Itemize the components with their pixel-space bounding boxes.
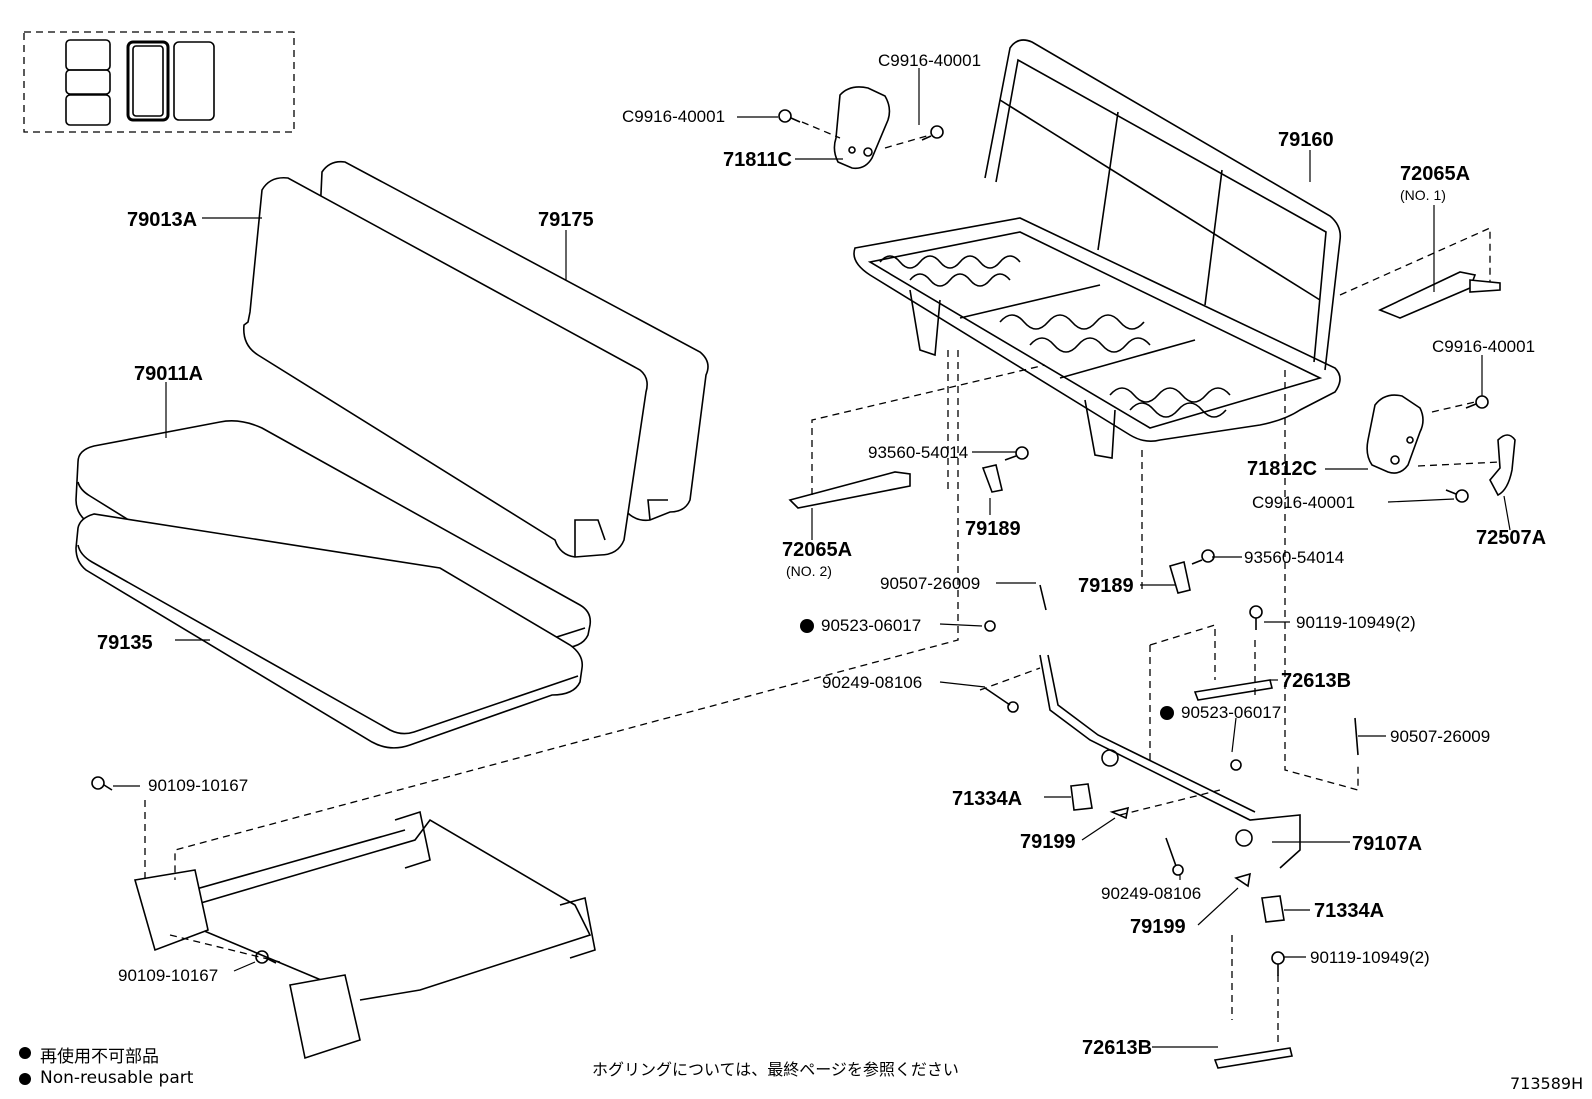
label-90119-a: 90119-10949(2) <box>1296 613 1416 632</box>
seat-frame <box>853 39 1342 459</box>
label-79107a: 79107A <box>1352 833 1422 855</box>
label-90523-a: 90523-06017 <box>821 616 921 635</box>
label-72065a-1: 72065A <box>1400 163 1470 185</box>
label-72613b-a: 72613B <box>1281 670 1351 692</box>
legend-bullet-en <box>19 1073 31 1085</box>
label-72507a: 72507A <box>1476 527 1546 549</box>
label-90119-b: 90119-10949(2) <box>1310 948 1430 967</box>
non-reusable-marker-b <box>1160 706 1174 720</box>
label-71334a-b: 71334A <box>1314 900 1384 922</box>
label-90109-b: 90109-10167 <box>118 966 218 985</box>
hinge-cover-left <box>833 86 891 170</box>
lock-rod <box>1039 654 1301 869</box>
label-72065a-2-sub: (NO. 2) <box>786 563 832 579</box>
legend-jp: 再使用不可部品 <box>40 1047 159 1067</box>
label-79189-a: 79189 <box>965 518 1021 540</box>
label-c9916-right-lower: C9916-40001 <box>1252 493 1355 512</box>
label-72065a-1-sub: (NO. 1) <box>1400 187 1446 203</box>
label-79189-b: 79189 <box>1078 575 1134 597</box>
label-93560-b: 93560-54014 <box>1244 548 1344 567</box>
label-90507-a: 90507-26009 <box>880 574 980 593</box>
label-79199-b: 79199 <box>1130 916 1186 938</box>
diagram-id: 713589H <box>1510 1074 1584 1093</box>
label-c9916-right-upper: C9916-40001 <box>1432 337 1535 356</box>
label-79160: 79160 <box>1278 129 1334 151</box>
strap-no2 <box>788 471 911 509</box>
label-71334a-a: 71334A <box>952 788 1022 810</box>
label-c9916-top-right: C9916-40001 <box>878 51 981 70</box>
label-c9916-top-left: C9916-40001 <box>622 107 725 126</box>
label-79013a: 79013A <box>127 209 197 231</box>
seat-back-cushion-front <box>242 176 648 558</box>
label-71811c: 71811C <box>723 149 792 171</box>
legend-bullet-jp <box>19 1047 31 1059</box>
label-72065a-2: 72065A <box>782 539 852 561</box>
label-79011a: 79011A <box>134 363 203 385</box>
label-79135: 79135 <box>97 632 153 654</box>
footer-note-jp: ホグリングについては、最終ページを参照ください <box>592 1060 959 1079</box>
label-90249-b: 90249-08106 <box>1101 884 1201 903</box>
label-79199-a: 79199 <box>1020 831 1076 853</box>
hinge-cover-right <box>1366 394 1424 474</box>
locator-inset <box>23 31 295 133</box>
seat-cushion-bottom <box>75 513 584 749</box>
hook-72507a <box>1489 434 1516 497</box>
leader-lines <box>113 68 1511 1048</box>
strap-no1 <box>1378 271 1501 319</box>
legend-en: Non-reusable part <box>40 1068 194 1088</box>
label-90249-a: 90249-08106 <box>822 673 922 692</box>
seat-base <box>133 810 596 1060</box>
label-90507-b: 90507-26009 <box>1390 727 1490 746</box>
alignment-lines <box>144 121 1501 1045</box>
clips <box>981 464 1359 1069</box>
non-reusable-marker-a <box>800 619 814 633</box>
label-71812c: 71812C <box>1247 458 1317 480</box>
label-90109-a: 90109-10167 <box>148 776 248 795</box>
part-labels: C9916-40001 C9916-40001 71811C 79160 720… <box>97 51 1546 1059</box>
label-72613b-b: 72613B <box>1082 1037 1152 1059</box>
label-90523-b: 90523-06017 <box>1181 703 1281 722</box>
label-93560-a: 93560-54014 <box>868 443 968 462</box>
label-79175: 79175 <box>538 209 594 231</box>
